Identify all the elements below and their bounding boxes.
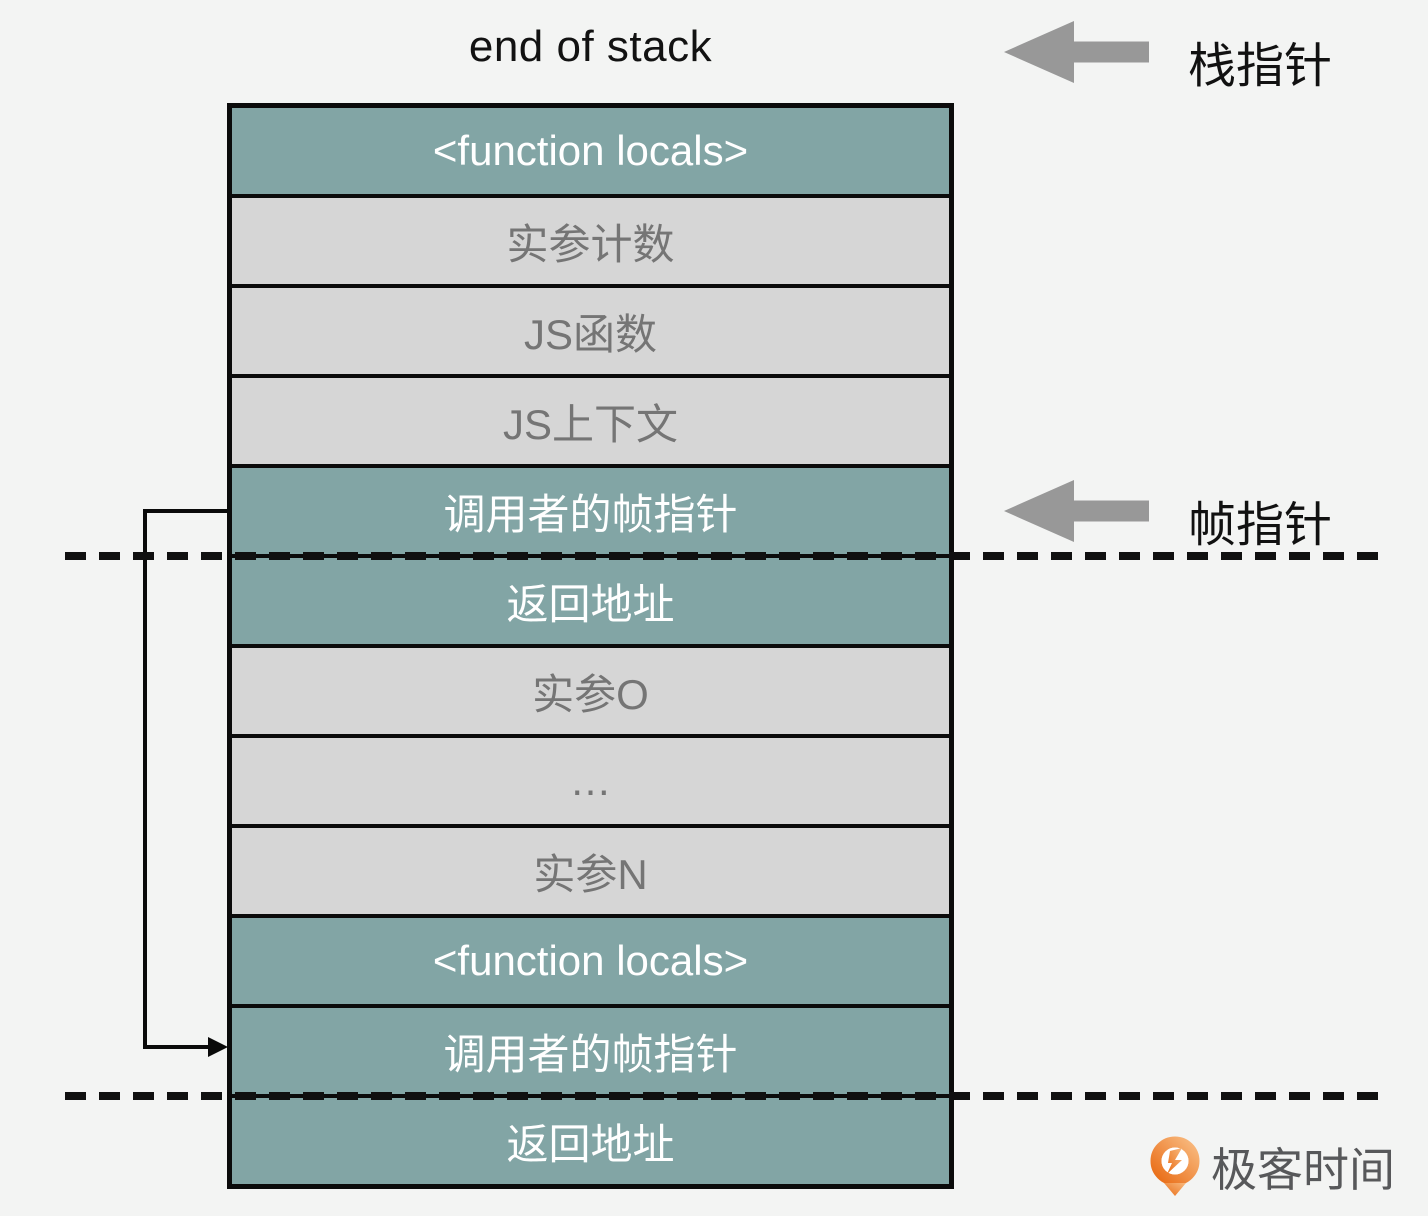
- stack-row-label: <function locals>: [432, 127, 749, 174]
- geektime-logo-icon: [1150, 1136, 1200, 1196]
- stack-row-label: 返回地址: [506, 1120, 675, 1168]
- stack-pointer-left-arrow-icon: [1004, 21, 1149, 83]
- stack-row: 实参O: [232, 644, 949, 734]
- brand-watermark: 极客时间: [1148, 1134, 1395, 1200]
- stack-row: 调用者的帧指针: [232, 464, 949, 554]
- stack-row: <function locals>: [232, 108, 949, 194]
- stack-row: JS上下文: [232, 374, 949, 464]
- stack-row-label: JS函数: [523, 310, 657, 358]
- caller-frame-pointer-link-arrow: [143, 509, 228, 1057]
- stack-row: 返回地址: [232, 554, 949, 644]
- stack-row-label: …: [569, 757, 612, 804]
- stack-row-label: JS上下文: [502, 400, 678, 448]
- stack-row: 返回地址: [232, 1094, 949, 1184]
- stack-pointer-label: 栈指针: [1188, 40, 1333, 93]
- frame-boundary-dashed-line-bottom: [65, 1092, 1387, 1100]
- stack-row-label: 调用者的帧指针: [443, 490, 738, 538]
- page-title: end of stack: [468, 22, 713, 71]
- brand-logo-text: 极客时间: [1211, 1144, 1395, 1196]
- stack-row-label: 实参N: [533, 850, 648, 898]
- stack-row-label: <function locals>: [432, 937, 749, 984]
- stack-row: 实参N: [232, 824, 949, 914]
- frame-pointer-label: 帧指针: [1188, 499, 1333, 552]
- stack-row: <function locals>: [232, 914, 949, 1004]
- frame-pointer-left-arrow-icon: [1004, 480, 1149, 542]
- stack-row: …: [232, 734, 949, 824]
- frame-boundary-dashed-line-top: [65, 552, 1387, 560]
- stack-row-label: 实参计数: [506, 220, 675, 268]
- stack-row: 实参计数: [232, 194, 949, 284]
- stack-row-label: 实参O: [532, 670, 649, 718]
- stack-row: 调用者的帧指针: [232, 1004, 949, 1094]
- stack-box: <function locals> 实参计数 JS函数 JS上下文 调用者的帧指…: [227, 103, 954, 1189]
- stack-row: JS函数: [232, 284, 949, 374]
- stack-row-label: 调用者的帧指针: [443, 1030, 738, 1078]
- stack-row-label: 返回地址: [506, 580, 675, 628]
